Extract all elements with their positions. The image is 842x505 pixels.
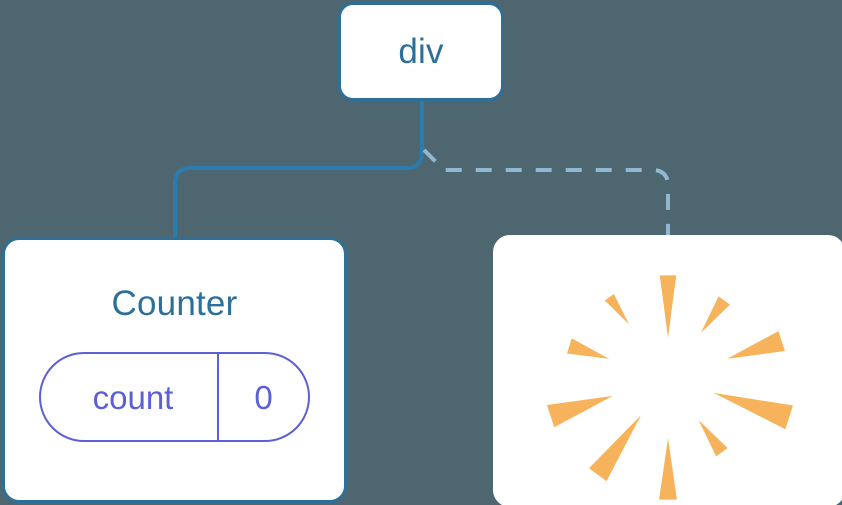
node-burst[interactable] [493, 235, 842, 505]
sunburst-ray-8 [546, 395, 613, 428]
node-div-label: div [398, 32, 444, 71]
node-div[interactable]: div [338, 2, 504, 101]
sunburst-ray-9 [566, 338, 610, 359]
sunburst-ray-7 [588, 415, 641, 482]
sunburst-ray-10 [604, 293, 630, 325]
sunburst-ray-5 [698, 420, 728, 457]
node-counter[interactable]: Counter count 0 [2, 237, 347, 503]
sunburst-ray-6 [659, 438, 677, 500]
sunburst-ray-3 [726, 331, 785, 359]
edge-div-to-burst [422, 148, 670, 238]
sunburst-ray-2 [700, 296, 730, 333]
state-pill-count[interactable]: count 0 [39, 352, 310, 442]
state-pill-value: 0 [217, 354, 308, 440]
sunburst-ray-4 [713, 392, 794, 430]
sunburst-icon [546, 275, 794, 500]
edge-div-to-counter [173, 99, 424, 240]
node-counter-label: Counter [111, 284, 238, 323]
sunburst-ray-1 [659, 275, 677, 338]
state-pill-key: count [92, 378, 174, 416]
